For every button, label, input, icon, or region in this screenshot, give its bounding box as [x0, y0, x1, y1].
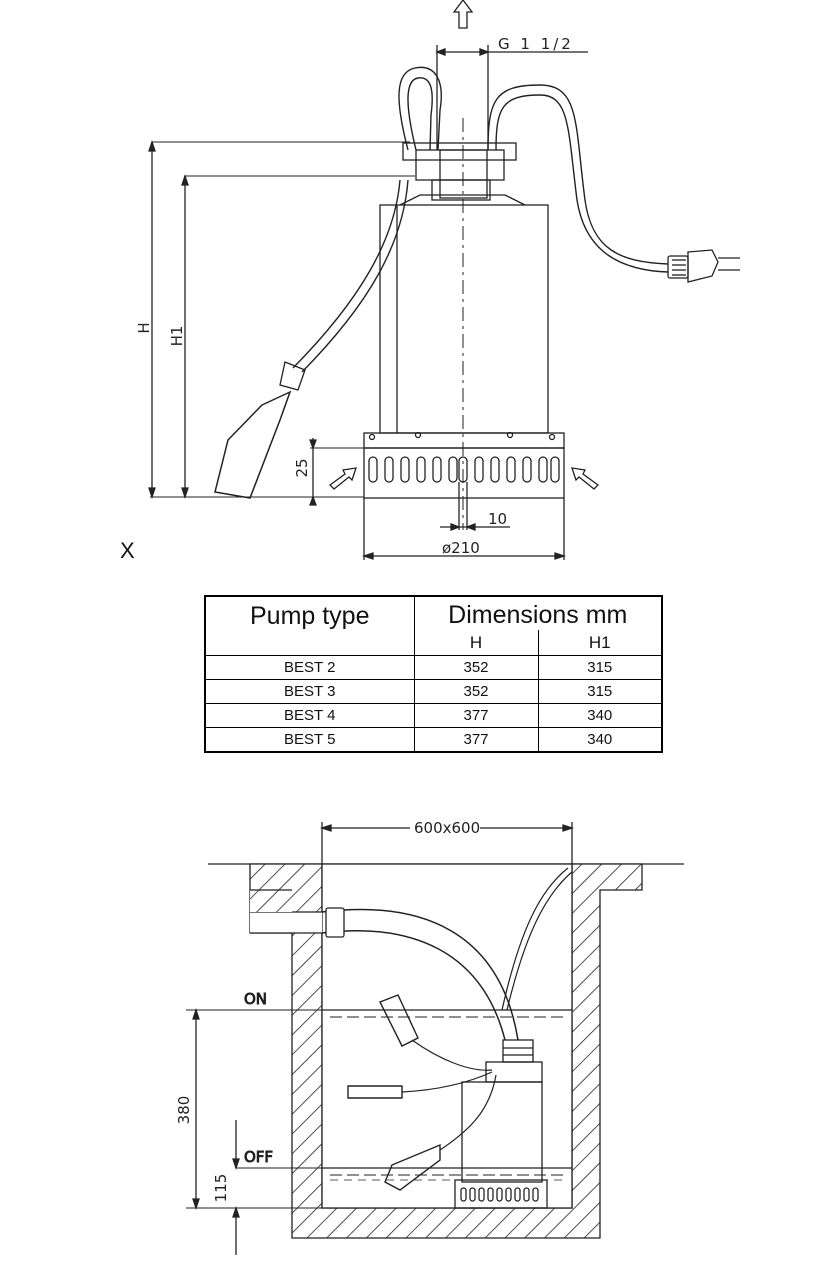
pit-pump-slots	[460, 1187, 539, 1202]
installation-labels: 600x600 ON OFF 380 115	[175, 819, 480, 1202]
pump-type-header: Pump type	[204, 595, 415, 656]
pump-dimension-labels: G 1 1/2 H H1 25 10 ø210	[135, 35, 574, 557]
table-row: BEST 3 352 315	[204, 679, 663, 704]
pump-type-cell: BEST 3	[204, 679, 415, 704]
h1-cell: 340	[537, 727, 663, 753]
on-level-label: ON	[244, 990, 267, 1008]
h1-cell: 340	[537, 703, 663, 728]
table-row: BEST 5 377 340	[204, 727, 663, 753]
height-label: H	[135, 322, 153, 333]
table-row: BEST 4 377 340	[204, 703, 663, 728]
table-row: BEST 2 352 315	[204, 655, 663, 680]
h-cell: 352	[413, 655, 539, 680]
pump-elevation-view	[148, 0, 740, 560]
thread-label: G 1 1/2	[498, 35, 574, 53]
level-distance-label: 380	[175, 1096, 193, 1125]
dimensions-header: Dimensions mm	[413, 595, 663, 630]
installation-sketch	[186, 822, 684, 1255]
h-cell: 377	[413, 703, 539, 728]
h1-cell: 315	[537, 655, 663, 680]
diameter-label: ø210	[442, 539, 480, 557]
base-height-label: 25	[293, 458, 311, 477]
off-level-label: OFF	[244, 1148, 273, 1166]
h-cell: 352	[413, 679, 539, 704]
slot-width-label: 10	[488, 510, 507, 528]
pit-size-label: 600x600	[414, 819, 480, 837]
pump-type-cell: BEST 2	[204, 655, 415, 680]
min-level-label: 115	[212, 1174, 230, 1203]
section-label: X	[120, 538, 135, 563]
dimensions-table: Pump type Dimensions mm H H1 BEST 2 352 …	[204, 595, 664, 753]
height1-label: H1	[168, 326, 186, 347]
up-arrow-outline-icon	[452, 0, 474, 29]
h-header: H	[414, 630, 539, 656]
h1-header: H1	[537, 630, 663, 656]
h1-cell: 315	[537, 679, 663, 704]
h-cell: 377	[413, 727, 539, 753]
pump-type-cell: BEST 5	[204, 727, 415, 753]
inlet-slots	[368, 456, 560, 483]
pump-type-cell: BEST 4	[204, 703, 415, 728]
